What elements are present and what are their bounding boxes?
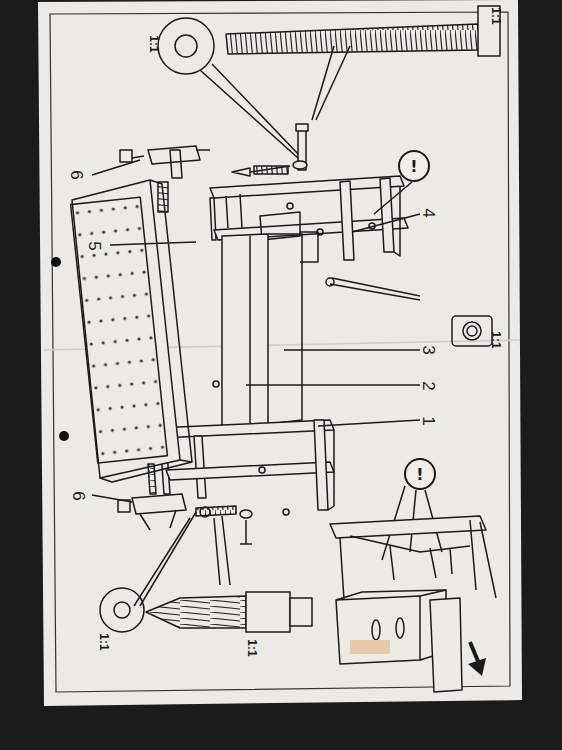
warning-circle: ! (404, 458, 436, 490)
callout-number: 5 (84, 241, 104, 250)
scale-note: 1:1 (245, 639, 259, 656)
callout-number: 1 (418, 416, 438, 425)
warning-circle: ! (398, 150, 430, 182)
paper-sheet (38, 0, 522, 706)
callout-number: 4 (418, 208, 438, 217)
scale-note: 1:1 (489, 7, 503, 24)
callout-number: 6 (68, 491, 88, 500)
warning-mark: ! (416, 465, 423, 484)
callout-number: 2 (418, 381, 438, 390)
scale-note: 1:1 (97, 633, 111, 650)
warning-mark: ! (410, 157, 417, 176)
callout-number: 6 (66, 170, 86, 179)
scale-note: 1:1 (489, 331, 503, 348)
scale-note: 1:1 (147, 35, 161, 52)
callout-number: 3 (418, 345, 438, 354)
